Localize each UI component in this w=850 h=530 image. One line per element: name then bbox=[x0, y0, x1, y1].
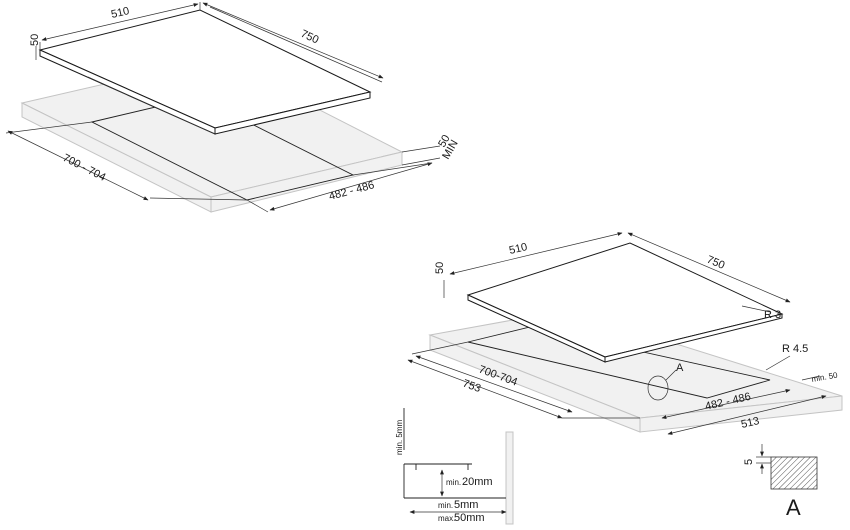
detail-a-hatch bbox=[770, 456, 818, 490]
bottom-overall-depth-label: 513 bbox=[740, 415, 761, 431]
bottom-dim-radius-top: R 3 bbox=[741, 305, 781, 321]
mounting-section: min. 5mm min. 20mm min. 5mm max. 50mm bbox=[395, 408, 514, 525]
top-width-label: 510 bbox=[110, 5, 131, 21]
section-bottom-max-value: 50mm bbox=[454, 512, 485, 524]
bottom-cutout bbox=[467, 326, 771, 399]
top-view: 510 750 50 700 - 704 482 - 486 bbox=[5, 2, 461, 213]
section-top-gap: min. 5mm bbox=[395, 420, 404, 455]
bottom-radius-top-label: R 3 bbox=[764, 309, 781, 321]
bottom-dim-overall-depth: 513 bbox=[667, 395, 827, 435]
bottom-overall-width-label: 753 bbox=[461, 378, 482, 396]
top-depth-label: 750 bbox=[299, 28, 321, 47]
detail-a-marker: A bbox=[786, 495, 801, 520]
bottom-dim-height: 50 bbox=[434, 262, 446, 298]
bottom-width-label: 510 bbox=[508, 241, 529, 257]
section-drop-prefix: min. bbox=[446, 478, 461, 487]
top-cutout-depth-label: 482 - 486 bbox=[328, 179, 376, 203]
top-dim-width: 510 bbox=[39, 2, 201, 50]
section-bottom-min-prefix: min. bbox=[438, 501, 453, 510]
section-bottom-max: max. 50mm bbox=[438, 512, 485, 524]
detail-a-thickness-label: 5 bbox=[743, 459, 755, 465]
top-clearance-value: 50 bbox=[436, 133, 453, 150]
top-height-label: 50 bbox=[29, 34, 41, 46]
section-bottom-max-prefix: max. bbox=[438, 514, 455, 523]
bottom-height-label: 50 bbox=[434, 262, 446, 274]
section-top-gap-label: min. 5mm bbox=[395, 420, 404, 455]
section-bottom-min: min. 5mm bbox=[438, 499, 478, 511]
detail-a: 5 A bbox=[743, 444, 818, 520]
bottom-depth-label: 750 bbox=[705, 254, 727, 272]
bottom-dim-radius-cut: R 4.5 bbox=[765, 343, 808, 371]
top-dim-clearance: 50 MIN bbox=[401, 133, 461, 166]
bottom-detail-marker-label: A bbox=[676, 362, 684, 374]
section-drop-value: 20mm bbox=[462, 476, 493, 488]
bottom-view: 510 750 50 R 3 R 4.5 A bbox=[407, 232, 843, 435]
bottom-dim-clearance: min. 50 bbox=[801, 370, 839, 384]
section-drop: min. 20mm bbox=[446, 476, 493, 488]
bottom-dim-overall-width: 753 bbox=[407, 359, 640, 419]
section-bottom-min-value: 5mm bbox=[454, 499, 478, 511]
bottom-radius-cut-label: R 4.5 bbox=[782, 343, 808, 355]
top-dim-height: 50 bbox=[29, 34, 41, 60]
bottom-detail-marker: A bbox=[647, 362, 684, 401]
bottom-clearance-label: min. 50 bbox=[811, 370, 839, 384]
bottom-dim-width: 510 bbox=[449, 232, 623, 275]
